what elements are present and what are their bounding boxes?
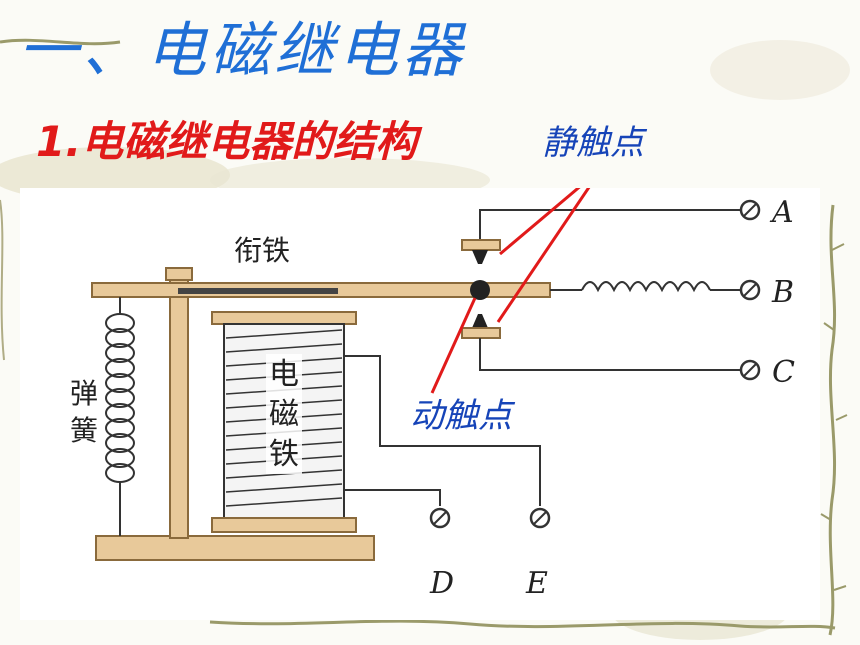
terminal-e-label: E bbox=[525, 566, 548, 601]
upper-static-contact-plate bbox=[461, 239, 501, 251]
static-contact-callout: 静触点 bbox=[542, 123, 644, 163]
section-subtitle: 1.电磁继电器的结构 bbox=[36, 117, 418, 166]
armature-label: 衔铁 bbox=[234, 234, 290, 267]
electromagnet-label-char: 电 bbox=[269, 357, 299, 392]
electromagnet-top-flange bbox=[211, 311, 357, 325]
electromagnet-label: 电 磁 铁 bbox=[266, 354, 302, 474]
flexible-lead-coil bbox=[581, 281, 711, 293]
terminal-d-slash bbox=[433, 511, 447, 525]
terminal-c-slash bbox=[743, 363, 757, 377]
lower-static-contact-plate bbox=[461, 327, 501, 339]
slide-title: 一、电磁继电器 bbox=[18, 16, 466, 86]
relay-diagram-panel: 弹 簧 衔铁 电 磁 铁 D E bbox=[20, 188, 840, 620]
spring-label-line1: 弹 bbox=[70, 377, 98, 410]
decor-vine-left bbox=[0, 199, 5, 361]
background-blotch bbox=[710, 40, 850, 100]
moving-contact-callout: 动触点 bbox=[410, 396, 512, 436]
moving-contact bbox=[470, 280, 490, 300]
terminal-c-label: C bbox=[772, 355, 795, 390]
terminal-a-slash bbox=[743, 203, 757, 217]
callout-line-static-lower bbox=[496, 188, 591, 323]
callout-line-moving bbox=[430, 297, 477, 394]
decor-vine-leaves bbox=[820, 243, 848, 591]
terminal-e-slash bbox=[533, 511, 547, 525]
callout-line-static-upper bbox=[499, 188, 581, 256]
wire-to-c bbox=[479, 338, 740, 371]
relay-diagram: 弹 簧 衔铁 电 磁 铁 D E bbox=[20, 188, 820, 620]
base-plate bbox=[95, 535, 375, 561]
terminal-d-label: D bbox=[429, 566, 454, 601]
terminal-a-label: A bbox=[769, 195, 794, 230]
decor-vine-right bbox=[828, 204, 837, 636]
spring-coil bbox=[105, 313, 135, 483]
terminal-b-label: B bbox=[771, 275, 794, 310]
electromagnet-bottom-flange bbox=[211, 517, 357, 533]
electromagnet-label-char: 铁 bbox=[269, 437, 299, 472]
armature-iron-strip bbox=[178, 288, 338, 294]
coil-lead-to-d bbox=[344, 489, 441, 506]
post-cap bbox=[165, 267, 193, 281]
decor-vine-bottom bbox=[209, 619, 836, 630]
upper-static-contact-tip bbox=[472, 250, 488, 264]
spring-label-line2: 簧 bbox=[70, 414, 98, 447]
decor-vine-top bbox=[0, 38, 121, 46]
terminal-b-slash bbox=[743, 283, 757, 297]
coil-lead-to-e bbox=[344, 355, 541, 506]
wire-to-a bbox=[479, 209, 740, 240]
pivot-post bbox=[169, 273, 189, 539]
lower-static-contact-tip bbox=[472, 314, 488, 328]
electromagnet-label-char: 磁 bbox=[269, 397, 299, 432]
